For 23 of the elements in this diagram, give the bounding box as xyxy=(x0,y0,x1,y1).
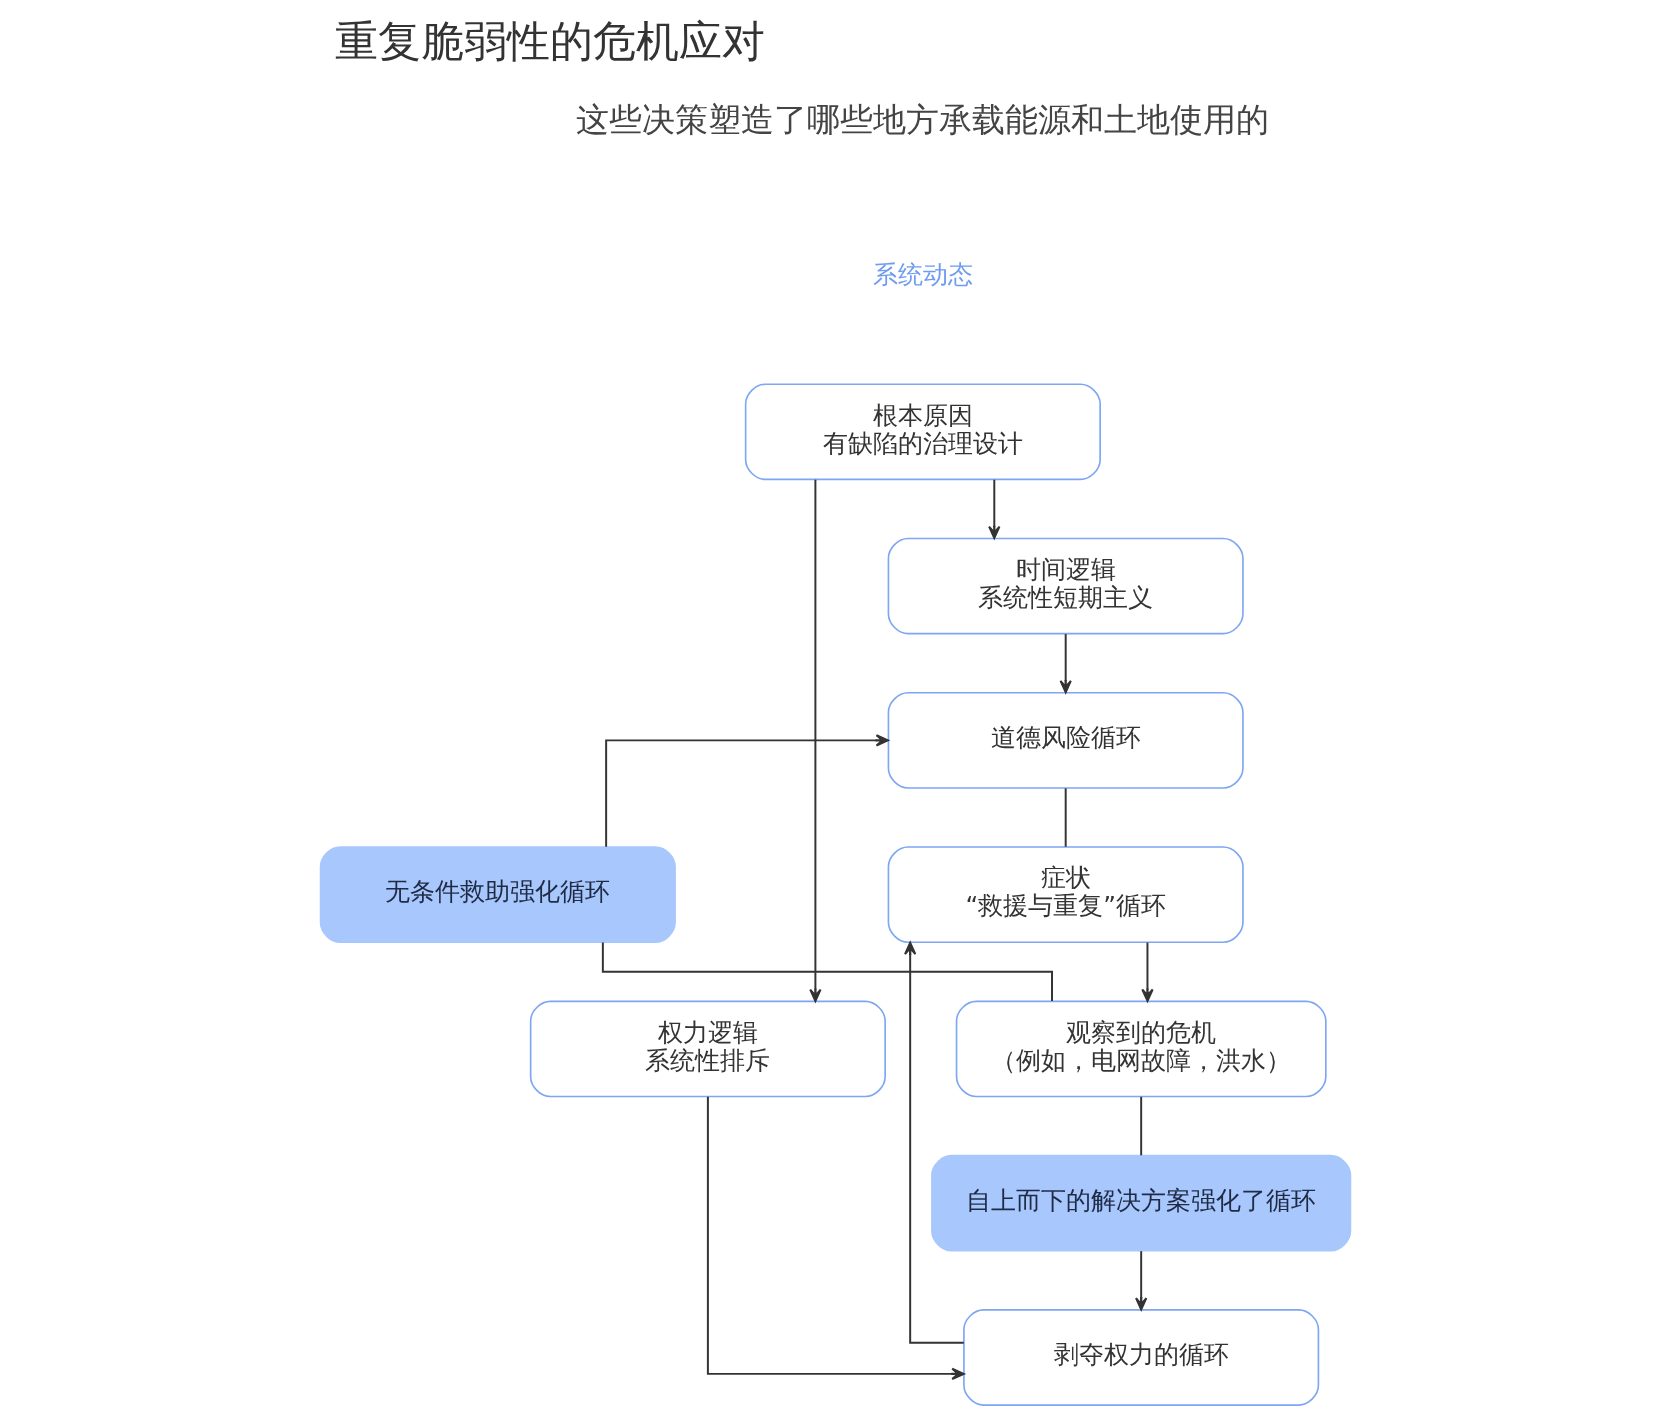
arrow xyxy=(1135,1250,1148,1311)
arrow xyxy=(809,478,822,1003)
node-box: 剥夺权力的循环 xyxy=(963,1309,1320,1406)
node-box: 自上而下的解决方案强化了循环 xyxy=(931,1154,1352,1252)
label: 这些决策塑造了哪些地方承载能源和土地使用的 xyxy=(576,101,1270,140)
node-box: 观察到的危机 （例如，电网故障，洪水） xyxy=(955,1000,1327,1098)
node-box: 道德风险循环 xyxy=(887,691,1244,789)
label: 系统动态 xyxy=(872,260,973,290)
node-box: 时间逻辑 系统性短期主义 xyxy=(887,537,1244,635)
connector xyxy=(1064,787,1067,848)
node-box: 症状 “救援与重复”循环 xyxy=(887,846,1244,944)
arrow xyxy=(605,734,889,848)
connector xyxy=(601,941,1053,1002)
arrow xyxy=(1141,941,1154,1002)
node-box: 无条件救助强化循环 xyxy=(319,846,676,944)
arrow xyxy=(1059,633,1072,694)
arrow xyxy=(904,941,965,1344)
node-box: 权力逻辑 系统性排斥 xyxy=(529,1000,886,1098)
connector xyxy=(1140,1095,1143,1157)
arrow xyxy=(706,1095,965,1381)
arrow xyxy=(988,478,1001,540)
diagram-title: 重复脆弱性的危机应对 xyxy=(334,15,765,66)
node-box: 根本原因 有缺陷的治理设计 xyxy=(744,383,1101,481)
